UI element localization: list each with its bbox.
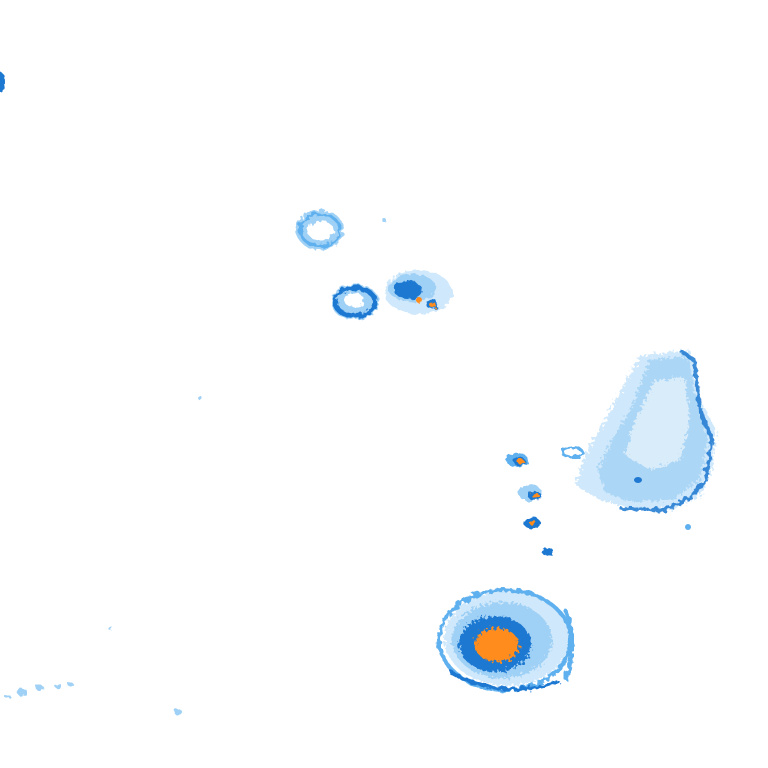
cell-chain-3 [524,517,540,529]
cell-chain-4 [542,548,554,556]
cell-ring-small-north [296,210,344,250]
cell-island-east [560,350,716,530]
cell-left-edge [0,72,5,92]
cell-storm-south [437,588,575,692]
cell-chain-1 [506,453,528,467]
cell-cluster-center [384,270,452,314]
cell-chain-2 [518,485,542,501]
cell-ring-west [331,284,379,320]
cell-speckles-southwest [5,218,386,715]
